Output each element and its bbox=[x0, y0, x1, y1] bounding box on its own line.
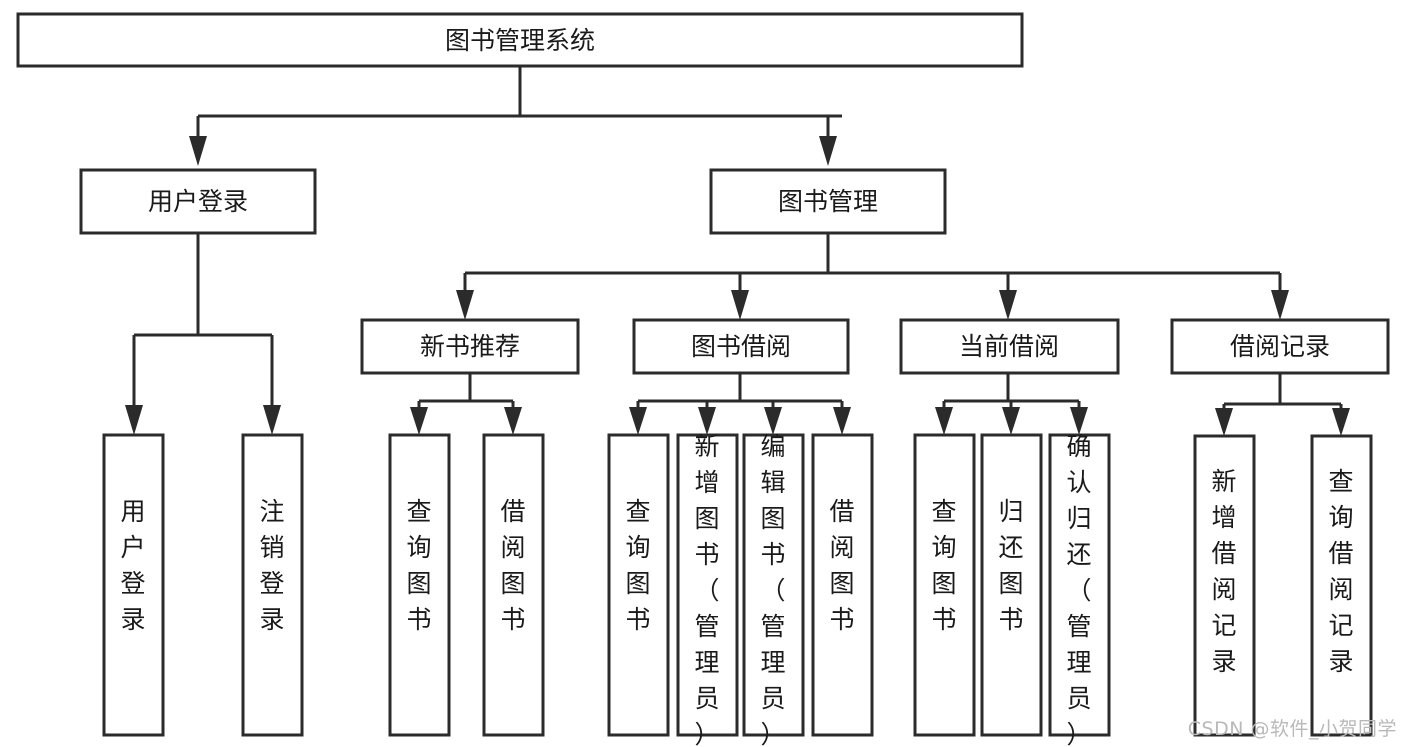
node-leaf-logout-label: 注销登录 bbox=[259, 497, 284, 634]
edge-group-root bbox=[189, 66, 842, 166]
edge-group-borrow-record bbox=[1215, 373, 1350, 436]
arrow-user-login-to-leaf-logout bbox=[263, 405, 281, 435]
node-leaf-return-book[interactable]: 归还图书 bbox=[980, 433, 1043, 737]
node-current-borrow-label: 当前借阅 bbox=[959, 332, 1059, 361]
arrow-book-borrow-to-borrow-book bbox=[833, 407, 851, 435]
node-leaf-query-book-a-box[interactable] bbox=[388, 433, 451, 737]
node-leaf-query-book-b[interactable]: 查询图书 bbox=[607, 433, 670, 737]
node-leaf-query-book-a[interactable]: 查询图书 bbox=[388, 433, 451, 737]
edge-group-new-book-rec bbox=[410, 373, 522, 435]
node-user-login[interactable]: 用户登录 bbox=[79, 168, 317, 235]
node-borrow-record-box[interactable] bbox=[1170, 318, 1390, 375]
node-book-manage-label: 图书管理 bbox=[778, 187, 878, 216]
node-leaf-edit-book-box[interactable] bbox=[742, 433, 805, 737]
edge-group-current-borrow bbox=[935, 373, 1088, 435]
node-leaf-add-book-label: 新增图书（管理员） bbox=[694, 432, 719, 747]
node-leaf-add-record-box[interactable] bbox=[1193, 434, 1256, 737]
node-new-book-rec[interactable]: 新书推荐 bbox=[360, 318, 580, 375]
node-user-login-label: 用户登录 bbox=[148, 187, 248, 216]
node-leaf-borrow-book-b[interactable]: 借阅图书 bbox=[811, 433, 874, 737]
node-book-borrow-box[interactable] bbox=[632, 318, 850, 375]
edge-group-user-login bbox=[125, 233, 281, 435]
node-book-borrow-label: 图书借阅 bbox=[691, 332, 791, 361]
node-root-box[interactable] bbox=[16, 12, 1024, 68]
arrow-borrow-record-to-add-record bbox=[1215, 408, 1233, 436]
node-leaf-add-book[interactable]: 新增图书（管理员） bbox=[676, 432, 739, 747]
node-leaf-query-record[interactable]: 查询借阅记录 bbox=[1310, 434, 1373, 737]
arrow-book-manage-to-borrow-record bbox=[1271, 290, 1289, 320]
node-leaf-user-login-box[interactable] bbox=[102, 433, 165, 737]
node-root-label: 图书管理系统 bbox=[445, 26, 595, 55]
arrow-book-manage-to-new-book-rec bbox=[456, 290, 474, 320]
node-leaf-borrow-book-a[interactable]: 借阅图书 bbox=[482, 433, 545, 737]
arrow-new-book-rec-to-query-book bbox=[410, 407, 428, 435]
node-root[interactable]: 图书管理系统 bbox=[16, 12, 1024, 68]
arrow-book-borrow-to-query-book bbox=[629, 407, 647, 435]
arrow-borrow-record-to-query-record bbox=[1332, 408, 1350, 436]
node-leaf-return-book-label: 归还图书 bbox=[998, 497, 1023, 634]
node-leaf-query-book-c-box[interactable] bbox=[913, 433, 976, 737]
node-leaf-confirm-return[interactable]: 确认归还（管理员） bbox=[1048, 432, 1111, 747]
node-leaf-borrow-book-a-label: 借阅图书 bbox=[500, 497, 525, 634]
node-leaf-query-book-c[interactable]: 查询图书 bbox=[913, 433, 976, 737]
node-leaf-query-record-label: 查询借阅记录 bbox=[1328, 467, 1353, 676]
arrow-new-book-rec-to-borrow-book bbox=[504, 407, 522, 435]
node-leaf-user-login[interactable]: 用户登录 bbox=[102, 433, 165, 737]
node-borrow-record[interactable]: 借阅记录 bbox=[1170, 318, 1390, 375]
node-leaf-edit-book-label: 编辑图书（管理员） bbox=[760, 432, 785, 747]
node-leaf-add-book-box[interactable] bbox=[676, 433, 739, 737]
node-book-manage[interactable]: 图书管理 bbox=[709, 168, 947, 235]
edge-group-book-borrow bbox=[629, 373, 851, 435]
node-leaf-borrow-book-b-label: 借阅图书 bbox=[829, 497, 854, 634]
node-current-borrow-box[interactable] bbox=[899, 318, 1120, 375]
node-book-borrow[interactable]: 图书借阅 bbox=[632, 318, 850, 375]
node-leaf-borrow-book-b-box[interactable] bbox=[811, 433, 874, 737]
node-new-book-rec-label: 新书推荐 bbox=[420, 332, 520, 361]
arrow-root-to-book-manage bbox=[819, 136, 837, 166]
edge-group-book-manage bbox=[456, 233, 1289, 320]
node-leaf-query-book-b-box[interactable] bbox=[607, 433, 670, 737]
arrow-book-borrow-to-edit-book bbox=[764, 407, 782, 435]
arrow-current-borrow-to-query-book bbox=[935, 407, 953, 435]
node-leaf-confirm-return-box[interactable] bbox=[1048, 433, 1111, 737]
node-leaf-confirm-return-label: 确认归还（管理员） bbox=[1066, 432, 1091, 747]
arrow-user-login-to-leaf-user-login bbox=[125, 405, 143, 435]
node-leaf-return-book-box[interactable] bbox=[980, 433, 1043, 737]
arrow-current-borrow-to-return-book bbox=[1002, 407, 1020, 435]
arrow-book-manage-to-current-borrow bbox=[999, 290, 1017, 320]
node-borrow-record-label: 借阅记录 bbox=[1230, 332, 1330, 361]
arrow-book-manage-to-book-borrow bbox=[731, 290, 749, 320]
node-book-manage-box[interactable] bbox=[709, 168, 947, 235]
node-current-borrow[interactable]: 当前借阅 bbox=[899, 318, 1120, 375]
node-leaf-edit-book[interactable]: 编辑图书（管理员） bbox=[742, 432, 805, 747]
arrow-book-borrow-to-add-book bbox=[698, 407, 716, 435]
node-leaf-logout-box[interactable] bbox=[241, 433, 304, 737]
node-new-book-rec-box[interactable] bbox=[360, 318, 580, 375]
node-leaf-query-record-box[interactable] bbox=[1310, 434, 1373, 737]
node-leaf-user-login-label: 用户登录 bbox=[120, 497, 145, 634]
node-leaf-query-book-a-label: 查询图书 bbox=[406, 497, 431, 634]
node-leaf-logout[interactable]: 注销登录 bbox=[241, 433, 304, 737]
node-leaf-query-book-c-label: 查询图书 bbox=[931, 497, 956, 634]
arrow-current-borrow-to-confirm-return bbox=[1070, 407, 1088, 435]
node-user-login-box[interactable] bbox=[79, 168, 317, 235]
arrow-root-to-user-login bbox=[189, 136, 207, 166]
node-leaf-add-record-label: 新增借阅记录 bbox=[1211, 467, 1236, 676]
node-leaf-add-record[interactable]: 新增借阅记录 bbox=[1193, 434, 1256, 737]
node-leaf-query-book-b-label: 查询图书 bbox=[625, 497, 650, 634]
node-leaf-borrow-book-a-box[interactable] bbox=[482, 433, 545, 737]
